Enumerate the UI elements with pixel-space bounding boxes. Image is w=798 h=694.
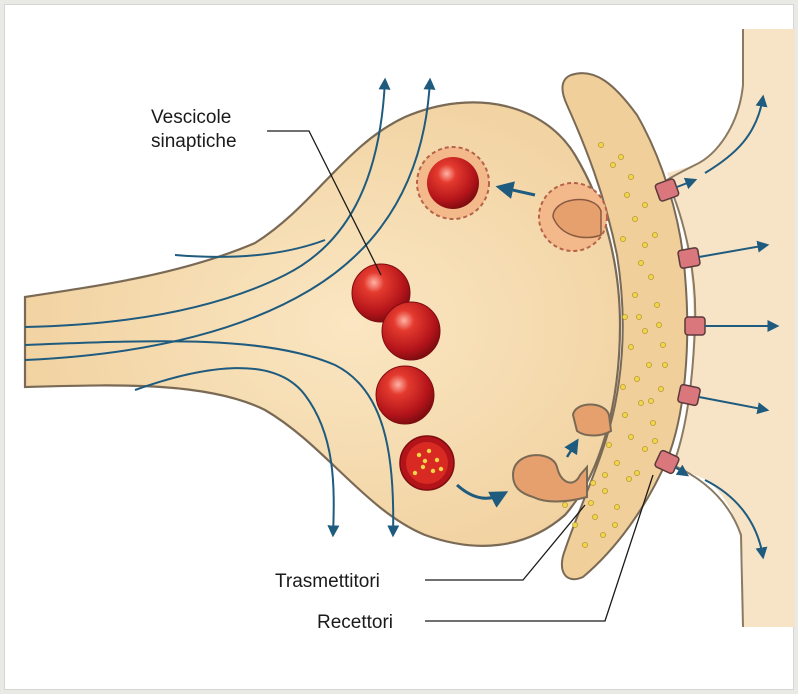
transmitter-dot — [642, 242, 647, 247]
transmitter-dot — [628, 344, 633, 349]
transmitter-dot — [652, 232, 657, 237]
transmitter-dot — [658, 386, 663, 391]
transmitter-dot — [626, 476, 631, 481]
transmitter-dot — [656, 322, 661, 327]
transmitter-dot — [634, 470, 639, 475]
vesicle-transmitter-dot — [413, 471, 417, 475]
vesicle-transmitter-dot — [435, 458, 439, 462]
transmitter-dot — [588, 500, 593, 505]
vesicle-transmitter-dot — [417, 453, 421, 457]
transmitter-dot — [614, 504, 619, 509]
transmitter-dot — [660, 342, 665, 347]
transmitter-dot — [642, 328, 647, 333]
transmitter-dot — [590, 480, 595, 485]
vesicle-transmitter-dot — [431, 469, 435, 473]
coated-vesicle-fusing — [539, 183, 607, 251]
transmitter-dot — [648, 398, 653, 403]
transmitter-dot — [642, 202, 647, 207]
transmitter-dot — [610, 162, 615, 167]
transmitter-dot — [612, 522, 617, 527]
transmitter-dot — [572, 522, 577, 527]
transmitter-dot — [648, 274, 653, 279]
transmitter-dot — [598, 142, 603, 147]
synapse-diagram: Vescicole sinaptiche Trasmettitori Recet… — [5, 5, 795, 691]
transmitter-dot — [636, 314, 641, 319]
vesicle-transmitter-dot — [423, 459, 427, 463]
vesicle-transmitter-dot — [421, 465, 425, 469]
vesicle-transmitter-dot — [427, 449, 431, 453]
transmitter-dot — [628, 174, 633, 179]
transmitter-dot — [620, 236, 625, 241]
transmitter-dot — [632, 216, 637, 221]
transmitter-dot — [662, 362, 667, 367]
label-vesicles-line1: Vescicole — [151, 107, 231, 128]
transmitter-dot — [602, 488, 607, 493]
transmitter-dot — [562, 502, 567, 507]
transmitter-dot — [654, 302, 659, 307]
transmitter-dot — [600, 532, 605, 537]
transmitter-dot — [638, 260, 643, 265]
transmitter-dot — [582, 542, 587, 547]
figure-frame: Vescicole sinaptiche Trasmettitori Recet… — [4, 4, 794, 690]
transmitter-dot — [622, 412, 627, 417]
transmitter-dot — [618, 154, 623, 159]
transmitter-dot — [620, 384, 625, 389]
transmitter-dot — [622, 314, 627, 319]
transmitter-dot — [634, 376, 639, 381]
vesicle-transmitter-dot — [439, 467, 443, 471]
label-transmitters: Trasmettitori — [275, 571, 380, 592]
transmitter-dot — [642, 446, 647, 451]
label-vesicles-line2: sinaptiche — [151, 131, 237, 152]
transmitter-dot — [646, 362, 651, 367]
transmitter-dot — [650, 420, 655, 425]
transmitter-dot — [602, 472, 607, 477]
transmitter-dot — [652, 438, 657, 443]
transmitter-dot — [606, 442, 611, 447]
transmitter-dot — [592, 514, 597, 519]
transmitter-dot — [638, 400, 643, 405]
transmitter-dot — [624, 192, 629, 197]
transmitter-dot — [632, 292, 637, 297]
label-receptors: Recettori — [317, 612, 393, 633]
transmitter-dot — [614, 460, 619, 465]
transmitter-dot — [628, 434, 633, 439]
